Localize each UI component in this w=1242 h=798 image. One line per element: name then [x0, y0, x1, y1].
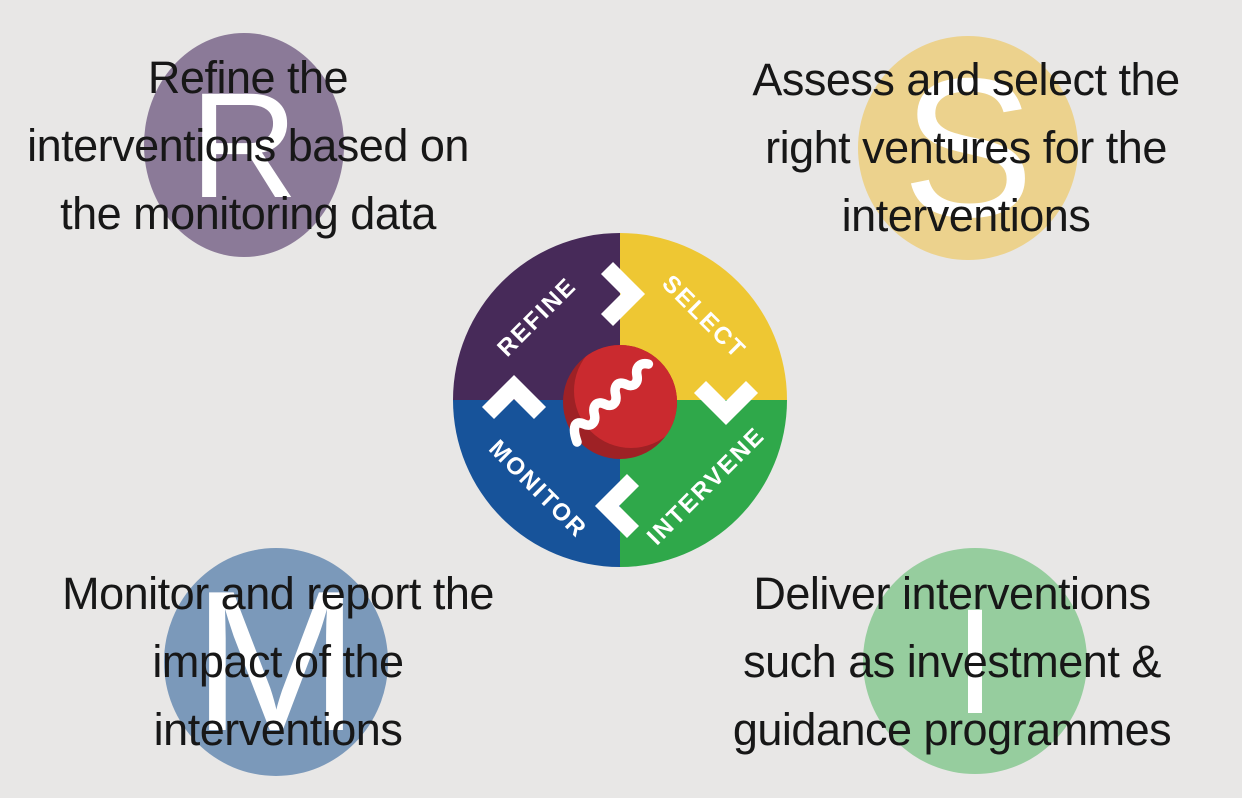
monitor-letter-circle — [164, 548, 388, 776]
select-sector — [620, 233, 787, 400]
text-line: interventions based on — [27, 120, 469, 171]
refine-letter: R — [189, 61, 299, 229]
refine-sector — [453, 233, 620, 400]
text-line: such as investment & — [743, 636, 1161, 687]
text-line: Assess and select the — [752, 54, 1180, 105]
select-letter: S — [901, 37, 1035, 258]
monitor-description: Monitor and report the impact of the int… — [0, 560, 578, 764]
trend-squiggle-icon — [569, 358, 654, 447]
text-line: right ventures for the — [765, 122, 1167, 173]
monitor-letter: M — [192, 550, 360, 773]
text-line: interventions — [153, 704, 403, 755]
text-line: the monitoring data — [60, 188, 436, 239]
text-line: Deliver interventions — [753, 568, 1151, 619]
chevron-up-icon — [481, 374, 547, 420]
refine-description: Refine the interventions based on the mo… — [0, 44, 548, 248]
refine-letter-circle — [144, 33, 344, 257]
text-line: guidance programmes — [732, 704, 1172, 755]
chevron-down-icon — [693, 380, 759, 426]
intervene-letter-circle — [863, 548, 1087, 774]
chevron-right-icon — [600, 261, 646, 327]
hub-ball — [574, 345, 677, 448]
select-letter-circle — [858, 36, 1078, 260]
text-line: Monitor and report the — [62, 568, 494, 619]
text-line: impact of the — [152, 636, 404, 687]
text-line: interventions — [841, 190, 1091, 241]
select-description: Assess and select the right ventures for… — [666, 46, 1242, 250]
chevron-left-icon — [594, 473, 640, 539]
intervene-letter: I — [954, 577, 996, 745]
text-line: Refine the — [147, 52, 349, 103]
intervene-sector — [620, 400, 787, 567]
intervene-description: Deliver interventions such as investment… — [652, 560, 1242, 764]
